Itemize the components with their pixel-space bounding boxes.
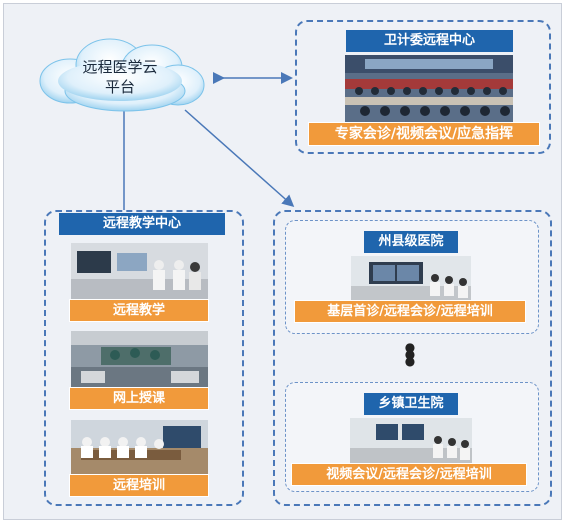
teaching-photo-2: [71, 331, 208, 388]
cloud-icon: [39, 38, 205, 112]
health-center-title: 卫计委远程中心: [346, 30, 513, 52]
township-clinic-label: 视频会议/远程会诊/远程培训: [291, 463, 527, 486]
conference-room-photo: [345, 55, 513, 123]
teaching-photo-1: [71, 243, 208, 299]
teaching-center-title-text: 远程教学中心: [59, 213, 225, 235]
more-facilities-ellipsis-icon: ●●●: [404, 340, 416, 368]
county-hospital-title: 州县级医院: [364, 231, 458, 253]
county-hospital-label: 基层首诊/远程会诊/远程培训: [294, 300, 526, 323]
township-clinic-photo: [350, 418, 472, 464]
cloud-label-line1: 远程医学云: [82, 58, 158, 76]
township-clinic-title: 乡镇卫生院: [364, 393, 458, 415]
cloud-label: 远程医学云 平台: [30, 57, 210, 97]
teaching-label-3: 远程培训: [69, 474, 209, 497]
teaching-photo-3: [71, 420, 208, 475]
cloud-label-line2: 平台: [104, 78, 135, 96]
cloud-platform: 远程医学云 平台: [30, 35, 210, 115]
arrow-cloud-to-hospitals: [184, 109, 295, 207]
health-center-label: 专家会诊/视频会议/应急指挥: [308, 122, 540, 146]
county-hospital-photo: [351, 256, 471, 302]
teaching-label-1: 远程教学: [69, 299, 209, 322]
teaching-label-2: 网上授课: [69, 387, 209, 410]
